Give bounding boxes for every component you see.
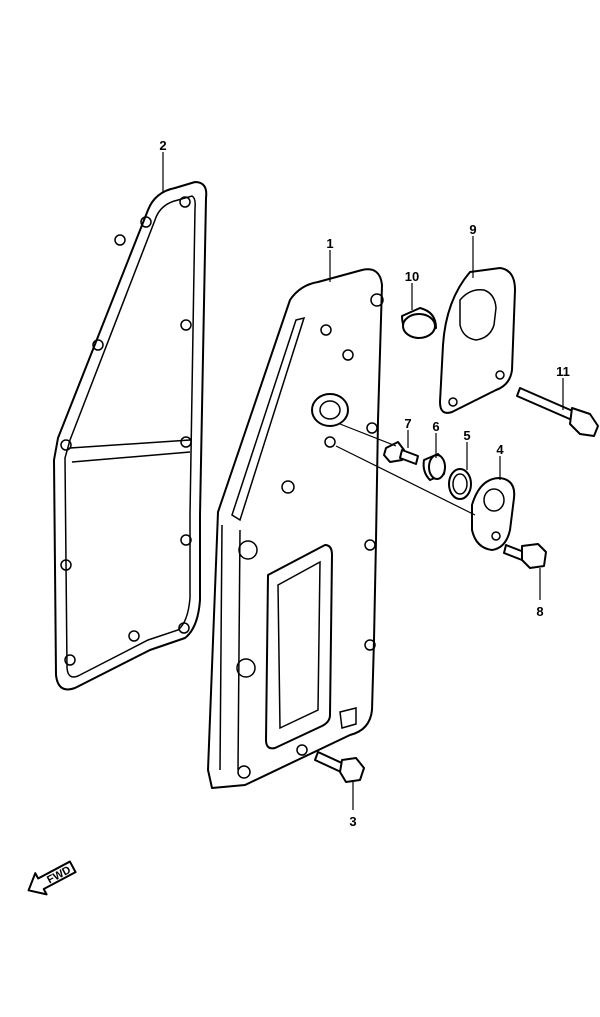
part-1-cover-plate <box>207 268 384 789</box>
fwd-direction-marker: FWD <box>27 860 77 896</box>
part-3-bolt <box>314 751 365 783</box>
callout-10: 10 <box>405 269 419 284</box>
callout-leaders <box>162 152 564 810</box>
callout-6: 6 <box>432 419 439 434</box>
callout-3: 3 <box>349 814 356 829</box>
callout-labels: 2 1 10 9 11 7 6 5 4 8 3 <box>159 138 569 829</box>
callout-11: 11 <box>556 364 570 379</box>
part-10-collar <box>401 307 437 339</box>
part-9-bracket <box>439 267 516 414</box>
callout-9: 9 <box>469 222 476 237</box>
fwd-label: FWD <box>45 864 73 886</box>
callout-5: 5 <box>463 428 470 443</box>
callout-2: 2 <box>159 138 166 153</box>
callout-7: 7 <box>404 416 411 431</box>
part-8-bolt <box>503 543 547 569</box>
part-6-spacer <box>422 453 446 481</box>
part-11-bolt <box>516 387 599 437</box>
part-5-o-ring <box>448 468 472 500</box>
callout-8: 8 <box>536 604 543 619</box>
assembly-lines <box>335 423 476 516</box>
callout-1: 1 <box>326 236 333 251</box>
callout-4: 4 <box>496 442 504 457</box>
arrow-down-left-icon: FWD <box>27 860 77 896</box>
part-7-bolt <box>383 441 419 465</box>
part-2-gasket <box>53 181 208 691</box>
part-4-cap <box>471 477 516 551</box>
